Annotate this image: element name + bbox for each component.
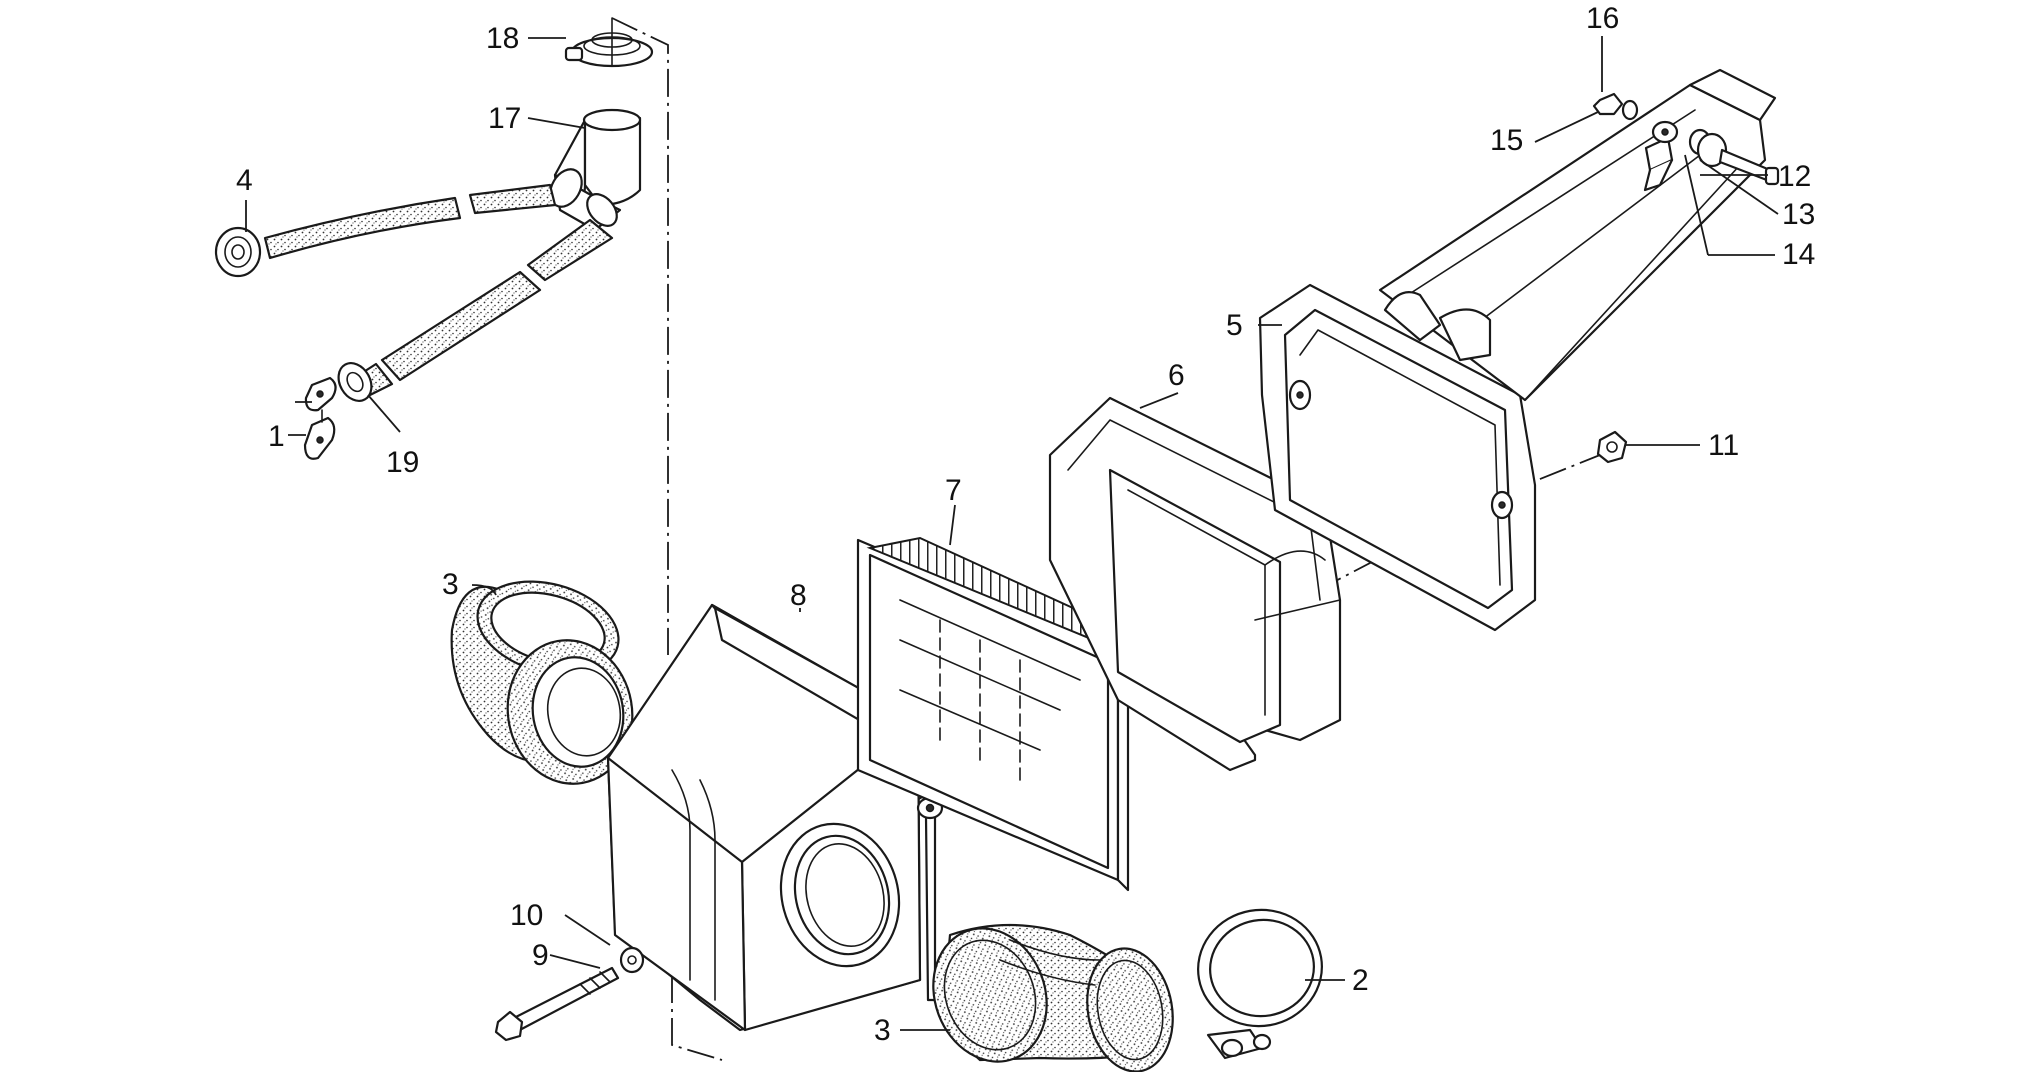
callout-3-upper: 3 <box>442 568 459 601</box>
callout-14: 14 <box>1782 238 1815 271</box>
part-3-upper-rubber-boot <box>450 580 634 785</box>
callout-numbers: 1 2 3 3 4 5 6 7 8 9 10 11 12 13 14 15 16… <box>236 2 1815 1047</box>
callout-19: 19 <box>386 446 419 479</box>
part-17-elbow-connector <box>549 108 642 232</box>
callout-4: 4 <box>236 164 253 197</box>
callout-6: 6 <box>1168 359 1185 392</box>
part-19-drain-hose <box>337 218 614 402</box>
part-11-nut <box>1596 430 1628 464</box>
callout-16: 16 <box>1586 2 1619 35</box>
callout-8: 8 <box>790 579 807 612</box>
callout-17: 17 <box>488 102 521 135</box>
callout-13: 13 <box>1782 198 1815 231</box>
callout-18: 18 <box>486 22 519 55</box>
callout-leader-lines <box>245 36 1779 1031</box>
part-7-filter-element <box>856 536 1130 892</box>
callout-2: 2 <box>1352 964 1369 997</box>
callout-9: 9 <box>532 939 549 972</box>
part-3-lower-rubber-boot <box>932 923 1174 1072</box>
parts-12-16-hardware <box>1592 92 1780 192</box>
part-1-brackets <box>303 376 337 460</box>
callout-12: 12 <box>1778 160 1811 193</box>
callout-11: 11 <box>1708 429 1739 462</box>
callout-3-lower: 3 <box>874 1014 891 1047</box>
part-2-hose-clamp <box>1197 908 1323 1060</box>
callout-7: 7 <box>945 474 962 507</box>
part-18-spring-clip <box>564 17 654 68</box>
part-6-filter-frame <box>1048 396 1342 772</box>
callout-5: 5 <box>1226 309 1243 342</box>
callout-10: 10 <box>510 899 543 932</box>
part-4-breather-hose <box>214 183 557 278</box>
part-5-airbox-cover <box>1258 68 1777 632</box>
callout-15: 15 <box>1490 124 1523 157</box>
parts-9-10-bolt-washer <box>494 946 645 1042</box>
callout-1: 1 <box>268 420 285 453</box>
